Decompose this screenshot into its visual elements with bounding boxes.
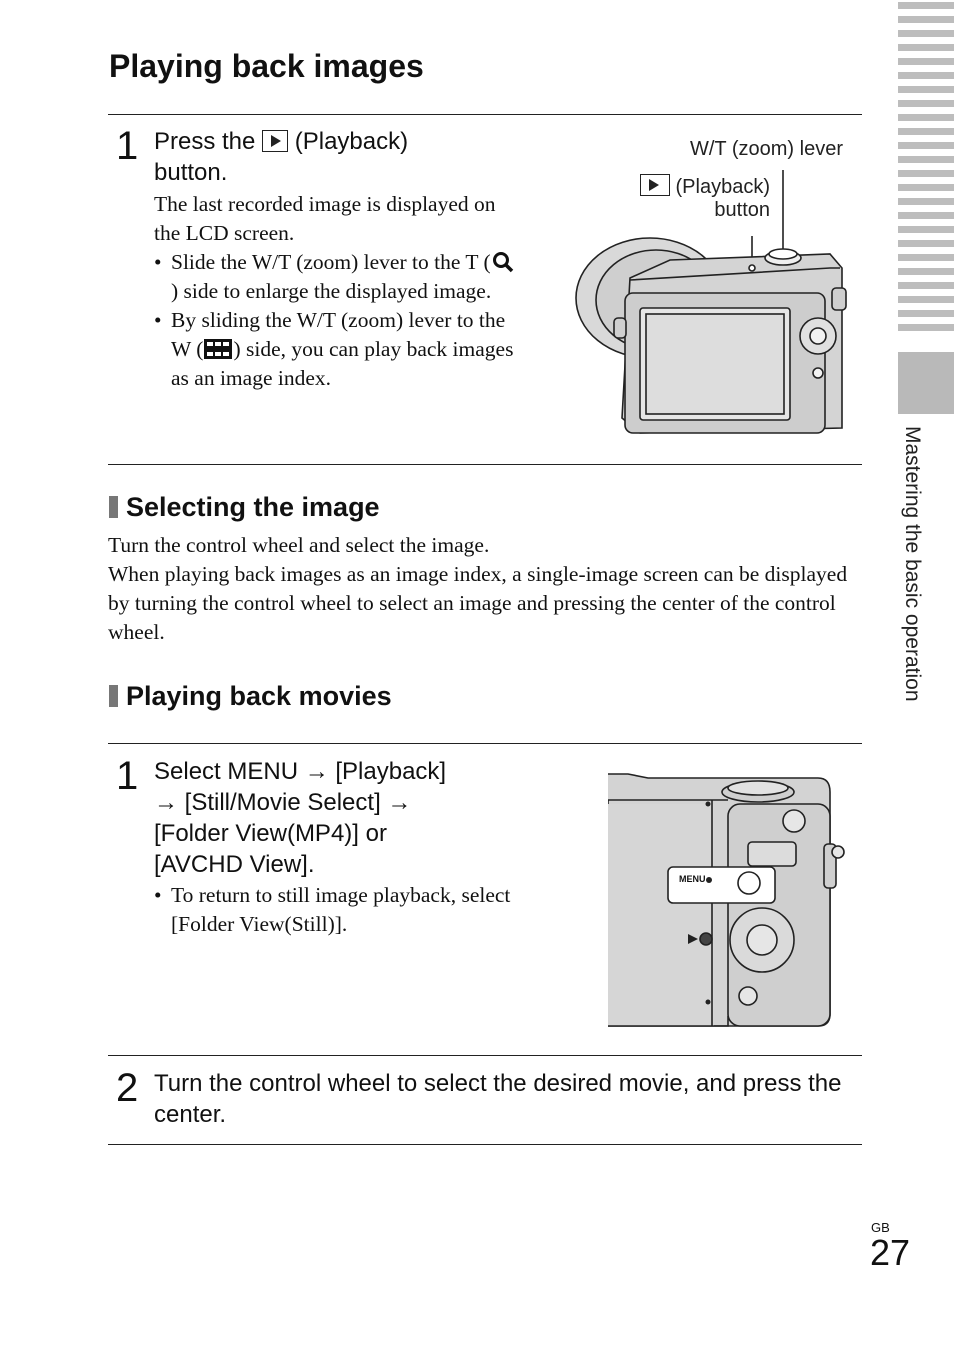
step-heading-pre: Press the: [154, 128, 256, 155]
page-number: 27: [870, 1232, 911, 1273]
callout-playback-line1: (Playback): [675, 176, 770, 198]
stripes-graphic: [898, 2, 954, 331]
playback-icon: [639, 174, 670, 196]
select-text-2: When playing back images as an image ind…: [108, 562, 848, 644]
callout-playback: (Playback) button: [620, 174, 770, 222]
callout-playback-line2: button: [714, 199, 770, 221]
step-heading-line2: button.: [154, 159, 228, 186]
step-number: 1: [116, 754, 139, 798]
playback-icon: [262, 130, 289, 152]
camera-back-illustration: [575, 170, 847, 434]
select-text-1: Turn the control wheel and select the im…: [108, 533, 490, 557]
camera-menu-illustration: MENU: [608, 764, 862, 1028]
side-label: Mastering the basic operation: [896, 426, 936, 756]
step-heading-post: (Playback): [294, 128, 409, 155]
divider: [108, 1144, 862, 1145]
menu-label: MENU: [679, 874, 706, 884]
bullet-index: By sliding the W/T (zoom) lever to the W…: [154, 306, 520, 393]
heading-line: [AVCHD View].: [154, 851, 315, 878]
section-heading-select: Selecting the image: [109, 492, 380, 523]
bullet-text: ) side, you can play back images as an i…: [171, 337, 514, 390]
movies-step2-text: Turn the control wheel to select the des…: [154, 1070, 842, 1128]
side-label-text: Mastering the basic operation: [901, 426, 924, 702]
page-region: GB: [871, 1220, 890, 1235]
divider: [108, 464, 862, 465]
step-number: 2: [116, 1066, 139, 1110]
divider: [108, 114, 862, 115]
section-heading-text: Selecting the image: [126, 492, 380, 522]
section-heading-text: Playing back movies: [126, 681, 392, 711]
section-heading-movies: Playing back movies: [109, 681, 392, 712]
bullet-text: By sliding the W/T (zoom) lever to the W…: [171, 308, 506, 361]
heading-line: Select MENU → [Playback]: [154, 758, 447, 785]
heading-marker: [109, 685, 118, 707]
callout-zoom-lever: W/T (zoom) lever: [690, 138, 843, 160]
divider: [108, 743, 862, 744]
camera-menu-graphic: [608, 773, 845, 1027]
heading-marker: [109, 496, 118, 518]
bullet-text: ) side to enlarge the displayed image.: [171, 279, 492, 303]
side-tab-active: [898, 352, 954, 414]
movies-step1-heading: Select MENU → [Playback] → [Still/Movie …: [154, 756, 534, 880]
side-tab-stripes: [898, 0, 954, 340]
heading-line: → [Still/Movie Select] →: [154, 789, 412, 816]
magnifier-icon: [492, 252, 513, 273]
index-icon: [204, 339, 233, 359]
bullet-still: To return to still image playback, selec…: [154, 881, 514, 939]
movies-step1-bullets: To return to still image playback, selec…: [154, 881, 514, 939]
step-bullets: Slide the W/T (zoom) lever to the T ( ) s…: [154, 248, 520, 393]
divider: [108, 1055, 862, 1056]
bullet-text: Slide the W/T (zoom) lever to the T (: [171, 250, 491, 274]
heading-line: [Folder View(MP4)] or: [154, 820, 387, 847]
page-title: Playing back images: [109, 48, 424, 84]
step-heading: Press the (Playback) button.: [154, 126, 524, 188]
step-body: The last recorded image is displayed on …: [154, 192, 496, 245]
step-number: 1: [116, 124, 139, 168]
bullet-zoom-in: Slide the W/T (zoom) lever to the T ( ) s…: [154, 248, 520, 306]
